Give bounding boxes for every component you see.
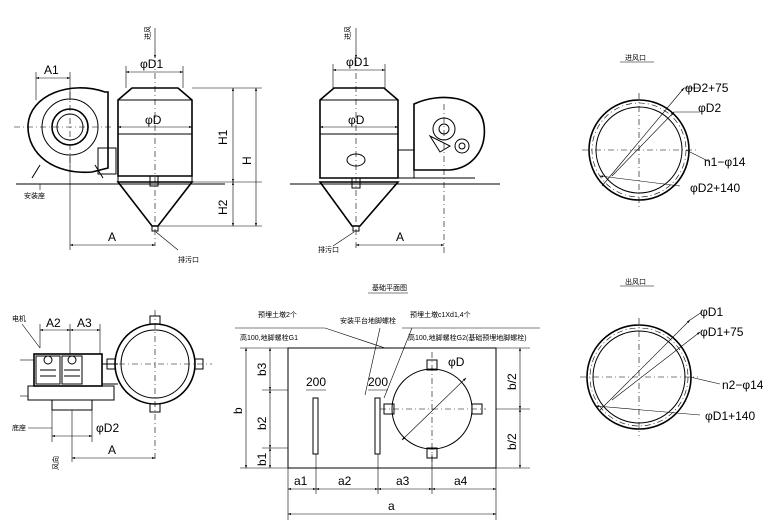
dim-a4: a4 [454, 474, 468, 488]
dim-b-half-top: b/2 [505, 373, 519, 390]
dim-a1: a1 [294, 474, 308, 488]
width-200-a: 200 [306, 375, 326, 389]
outlet-dim-outer: φD1 [700, 305, 723, 319]
dim-D1-right: φD1 [346, 55, 369, 69]
dim-D: φD [145, 113, 162, 127]
dim-b-half-bottom: b/2 [505, 433, 519, 450]
drain-note-right: 排污口 [318, 245, 339, 254]
dim-A: A [108, 230, 116, 244]
side-view: 电机 A2 A3 φD2 [12, 310, 212, 470]
inlet-dim-outer: φD2+75 [685, 81, 729, 95]
axis-note: 风向 [51, 456, 60, 470]
dim-A1: A1 [44, 63, 59, 77]
inlet-dim-bolt-outer: φD2+140 [690, 181, 740, 195]
inlet-dim-holes: n1−φ14 [704, 155, 746, 169]
dim-A2: A2 [46, 316, 61, 330]
dim-D2: φD2 [96, 421, 119, 435]
install-base-note: 安装座 [24, 191, 45, 200]
dim-H2: H2 [216, 199, 230, 215]
dim-A-side: A [108, 443, 116, 457]
outlet-dim-holes: n2−φ14 [722, 378, 764, 392]
dim-b1: b1 [255, 452, 269, 466]
foundation-note-right-2: 高100,地脚螺栓G2(基础预埋地脚螺栓) [408, 333, 527, 342]
motor-note: 电机 [12, 314, 26, 323]
foundation-dim-D: φD [448, 355, 465, 369]
outlet-flange: 出风口 φD1 φD1+75 n2−φ14 φD1+140 [580, 277, 764, 436]
drain-note: 排污口 [178, 255, 199, 264]
base-note: 底座 [12, 423, 26, 432]
front-view-right: 进风 φD1 φD A 排污口 [290, 26, 500, 256]
foundation-note-left-1: 预埋土墩2个 [258, 310, 297, 319]
dim-b: b [231, 407, 245, 414]
inlet-flange-title: 进风口 [625, 54, 646, 62]
dim-a3: a3 [396, 474, 410, 488]
outlet-flange-title: 出风口 [625, 277, 646, 286]
dim-A-right: A [396, 230, 404, 244]
dim-b2: b2 [255, 416, 269, 430]
dim-D-right: φD [348, 113, 365, 127]
dim-a: a [388, 499, 395, 513]
outlet-dim-bolt-outer: φD1+140 [705, 409, 755, 423]
dim-H: H [240, 156, 254, 165]
foundation-note-left-2: 高100,地脚螺栓G1 [240, 333, 298, 342]
front-view-left: 进风 φD1 A1 φD [14, 26, 262, 264]
outlet-dim-inner: φD1+75 [700, 325, 744, 339]
foundation-note-right-1: 预埋土墩c1Xd1,4个 [410, 310, 471, 319]
width-200-b: 200 [368, 375, 388, 389]
dim-a2: a2 [338, 474, 352, 488]
top-arrow-note-right: 进风 [344, 26, 352, 40]
dim-D1: φD1 [140, 57, 163, 71]
top-arrow-note: 进风 [144, 26, 152, 40]
dim-H1: H1 [216, 129, 230, 145]
foundation-note-middle: 安装平台地脚螺栓 [340, 316, 396, 325]
foundation-plan: 基础平面图 预埋土墩2个 高100,地脚螺栓G1 安装平台地脚螺栓 预埋土墩c1… [231, 283, 540, 520]
foundation-title: 基础平面图 [372, 283, 407, 292]
inlet-flange: 进风口 φD2+75 φD2 n1−φ14 φD2+140 [582, 54, 746, 207]
inlet-dim-inner: φD2 [698, 101, 721, 115]
dim-A3: A3 [77, 316, 92, 330]
dim-b3: b3 [255, 362, 269, 376]
